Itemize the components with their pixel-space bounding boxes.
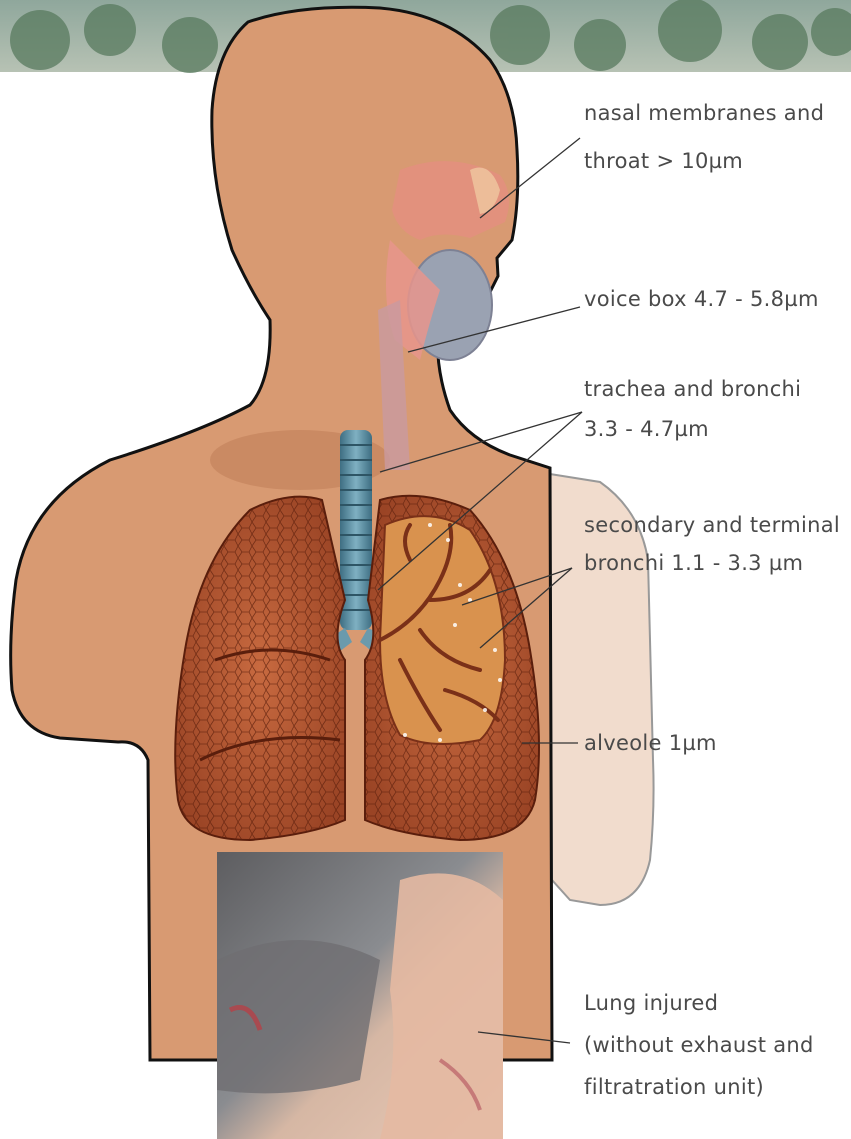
label-trachea-line2: 3.3 - 4.7µm	[584, 414, 709, 444]
label-lung-line2: (without exhaust and	[584, 1030, 814, 1060]
label-nasal-line1: nasal membranes and	[584, 98, 824, 128]
label-trachea-line1: trachea and bronchi	[584, 374, 801, 404]
label-secondary-line2: bronchi 1.1 - 3.3 µm	[584, 548, 803, 578]
label-voice-box: voice box 4.7 - 5.8µm	[584, 284, 819, 314]
label-alveole: alveole 1µm	[584, 728, 717, 758]
label-lung-line1: Lung injured	[584, 988, 718, 1018]
label-nasal-line2: throat > 10µm	[584, 146, 743, 176]
label-secondary-line1: secondary and terminal	[584, 510, 840, 540]
damaged-lung-photo	[217, 852, 503, 1139]
label-lung-line3: filtratration unit)	[584, 1072, 764, 1102]
